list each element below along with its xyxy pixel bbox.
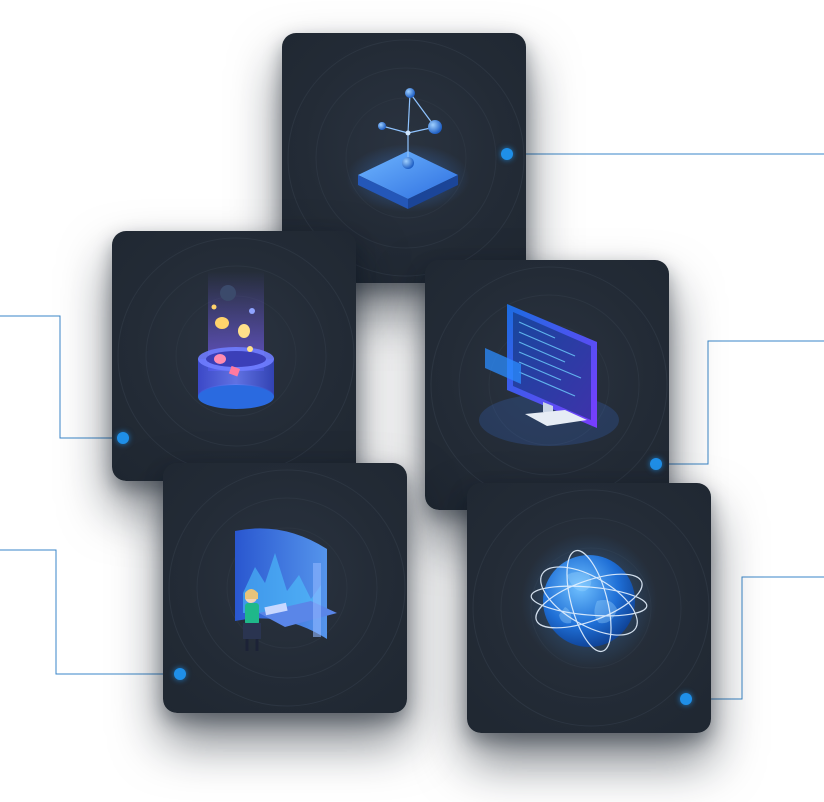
code-monitor-icon [479,304,619,446]
connector-dot [650,458,662,470]
card-rings [287,39,525,277]
network-platform-icon [346,88,470,212]
feature-card-left[interactable] [112,231,356,481]
feature-card-bottom-right[interactable] [467,483,711,733]
connector-dot [680,693,692,705]
feature-card-bottom-left[interactable] [163,463,407,713]
connector-right [656,340,824,465]
analyst-dashboard-icon [235,528,337,651]
connector-dot [117,432,129,444]
card-rings [168,469,406,707]
feature-card-right[interactable] [425,260,669,510]
connector-left [0,315,123,439]
data-cylinder-icon [198,271,274,409]
connector-dot [174,668,186,680]
feature-card-top[interactable] [282,33,526,283]
globe-orbit-icon [521,533,657,669]
connector-bottom-left [0,549,180,675]
connector-dot [501,148,513,160]
